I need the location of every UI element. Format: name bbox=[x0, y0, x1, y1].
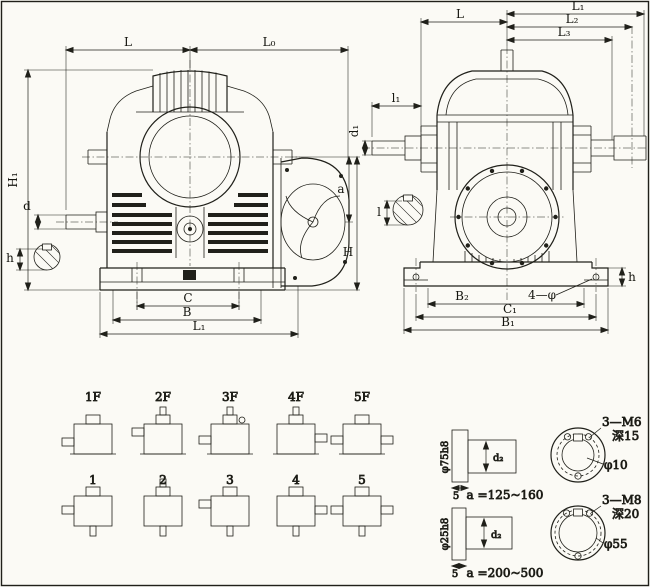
variant-label-5: 5 bbox=[358, 473, 366, 487]
shaft-section-hatch bbox=[34, 244, 60, 270]
dim-label-L: L bbox=[124, 35, 132, 49]
cooling-fins bbox=[112, 193, 268, 253]
dim-label-l1: l₁ bbox=[392, 91, 401, 105]
dim-label-h-front: h bbox=[628, 270, 636, 284]
range-label-2: a =200~500 bbox=[467, 566, 544, 580]
dim-label-L3: L₃ bbox=[558, 25, 571, 39]
step-label-1: 5 bbox=[453, 491, 459, 502]
dim-label-a: a bbox=[337, 182, 344, 196]
dim-label-B1: B₁ bbox=[501, 315, 515, 329]
range-label-1: a =125~160 bbox=[467, 488, 544, 502]
variant-label-3: 3 bbox=[226, 473, 234, 487]
front-view: L L₁ L₂ L₃ l₁ d₁ l B₂ C₁ B₁ bbox=[347, 0, 647, 334]
variant-label-2: 2 bbox=[159, 473, 167, 487]
output-shaft-front bbox=[591, 135, 647, 161]
step-label-2: 5 bbox=[452, 569, 458, 580]
variant-label-4: 4 bbox=[292, 473, 300, 487]
variant-label-5f: 5F bbox=[354, 390, 370, 404]
variant-label-1: 1 bbox=[89, 473, 97, 487]
dim-label-d1: d₁ bbox=[347, 125, 361, 138]
variant-icon-3 bbox=[198, 486, 250, 537]
dim-label-h: h bbox=[6, 251, 14, 265]
left-view-dimensions: L L₀ H₁ d h C B L₁ a H bbox=[6, 35, 361, 338]
variant-icon-2 bbox=[143, 478, 183, 537]
keyway-notch-2 bbox=[403, 194, 413, 202]
shaft-details: φ75h8 d₂ 5 a =125~160 3—M6 深15 φ10 φ25h8 bbox=[440, 415, 642, 581]
dim-label-B2: B₂ bbox=[455, 289, 469, 303]
keyway-notch-3 bbox=[573, 433, 583, 442]
variant-icon-4f bbox=[273, 406, 328, 455]
dim-label-H1: H₁ bbox=[6, 172, 20, 187]
dim-label-L1-front: L₁ bbox=[572, 0, 585, 13]
tap-label-1: 3—M6 bbox=[602, 415, 642, 429]
variant-icons: 1F 2F 3F 4F 5F 1 2 3 4 5 bbox=[61, 390, 394, 537]
left-view-centerlines bbox=[56, 60, 300, 266]
hole-label-2: φ55 bbox=[604, 537, 628, 551]
front-view-centerlines bbox=[362, 26, 646, 300]
d2-label-2: d₂ bbox=[491, 530, 501, 541]
dim-label-4phi: 4—φ bbox=[528, 288, 556, 302]
shaft-detail-2: φ25h8 d₂ 5 a =200~500 3—M8 深20 φ55 bbox=[440, 493, 642, 581]
shaft-dia-label-2: φ25h8 bbox=[440, 518, 451, 551]
left-view: L L₀ H₁ d h C B L₁ a H bbox=[6, 35, 361, 338]
variant-label-4f: 4F bbox=[288, 390, 304, 404]
variant-label-1f: 1F bbox=[85, 390, 101, 404]
variant-icon-5f bbox=[330, 414, 394, 455]
shaft-dia-label-1: φ75h8 bbox=[440, 441, 451, 474]
variant-label-3f: 3F bbox=[222, 390, 238, 404]
tap-depth-label-1: 深15 bbox=[612, 429, 639, 443]
dim-label-C: C bbox=[183, 291, 192, 305]
dim-label-L2: L₂ bbox=[566, 12, 579, 26]
dim-label-C1: C₁ bbox=[503, 302, 517, 316]
dim-label-L-front: L bbox=[456, 7, 464, 21]
hole-label-1: φ10 bbox=[604, 458, 628, 472]
keyway-notch-4 bbox=[573, 508, 583, 517]
d2-label-1: d₂ bbox=[493, 453, 503, 464]
front-view-dimensions: L L₁ L₂ L₃ l₁ d₁ l B₂ C₁ B₁ bbox=[347, 0, 646, 334]
dim-label-B: B bbox=[183, 305, 192, 319]
variant-icon-5 bbox=[330, 486, 394, 537]
tap-depth-label-2: 深20 bbox=[612, 507, 639, 521]
input-shaft bbox=[371, 135, 422, 161]
dim-label-L0: L₀ bbox=[263, 35, 276, 49]
variant-icon-1f bbox=[61, 414, 116, 455]
dim-label-H: H bbox=[343, 245, 353, 259]
variant-icon-1 bbox=[61, 486, 113, 537]
shaft-detail-1: φ75h8 d₂ 5 a =125~160 3—M6 深15 φ10 bbox=[440, 415, 642, 503]
variant-icon-2f bbox=[131, 406, 186, 455]
tap-label-2: 3—M8 bbox=[602, 493, 642, 507]
input-shaft-section bbox=[392, 194, 424, 226]
variant-label-2f: 2F bbox=[155, 390, 171, 404]
front-view-housing bbox=[403, 49, 609, 287]
dim-label-l: l bbox=[377, 205, 381, 219]
dim-label-d: d bbox=[23, 199, 31, 213]
variant-icon-3f bbox=[198, 406, 253, 455]
keyway-notch bbox=[42, 243, 52, 251]
dim-label-L1-left: L₁ bbox=[193, 319, 206, 333]
variant-icon-4 bbox=[276, 486, 328, 537]
shaft-section-hatch-2 bbox=[393, 195, 423, 225]
